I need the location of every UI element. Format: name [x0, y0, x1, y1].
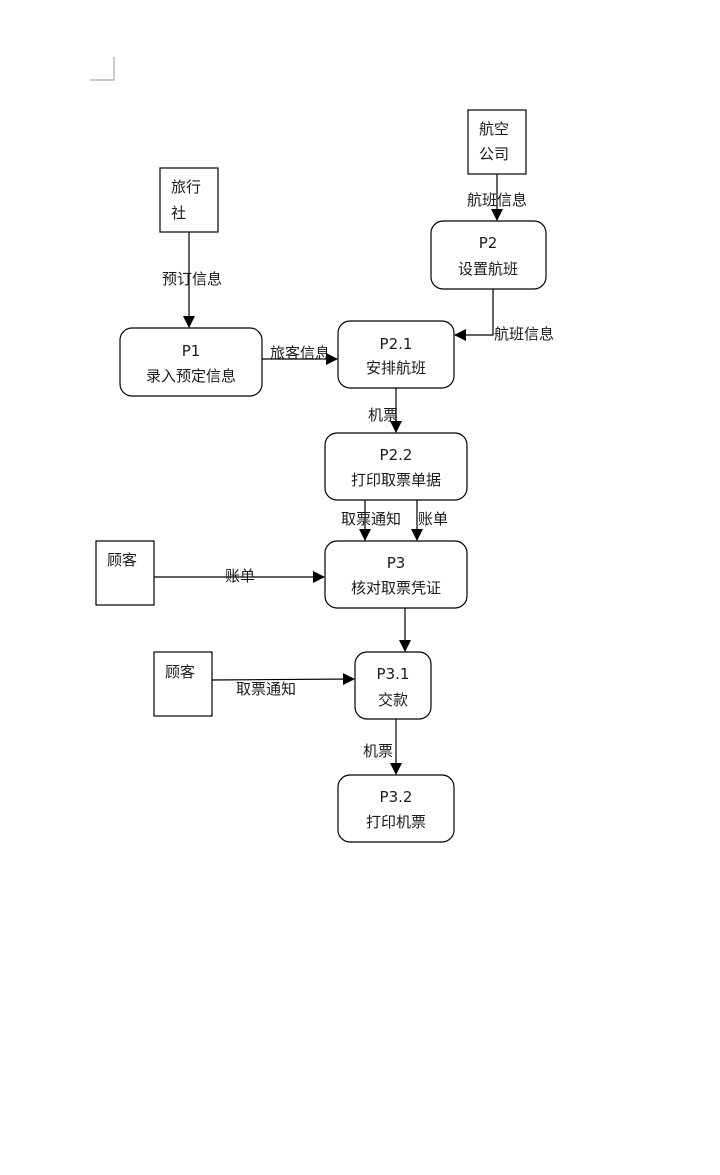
process-p3-2-id: P3.2	[380, 788, 413, 806]
entity-customer-b-label: 顾客	[165, 663, 195, 681]
entity-travel-agency: 旅行 社	[159, 167, 219, 233]
entity-customer-a-label: 顾客	[107, 551, 137, 569]
process-p3-2: P3.2 打印机票	[337, 774, 455, 843]
process-p1-name: 录入预定信息	[146, 367, 236, 385]
process-p2-1-name: 安排航班	[366, 359, 426, 377]
process-p3: P3 核对取票凭证	[324, 540, 468, 609]
entity-travel-agency-label-2: 社	[171, 204, 186, 222]
flow-label-booking-info: 预订信息	[162, 270, 222, 288]
entity-airline-label-2: 公司	[479, 145, 509, 163]
process-p3-name: 核对取票凭证	[351, 579, 441, 597]
entity-customer-a: 顾客	[95, 540, 155, 606]
flow-label-flight-info-right: 航班信息	[494, 325, 554, 343]
process-p2-1: P2.1 安排航班	[337, 320, 455, 389]
flow-label-bill-b: 账单	[225, 567, 255, 585]
process-p3-1-id: P3.1	[377, 665, 410, 683]
process-p3-id: P3	[387, 554, 406, 572]
flow-label-pickup-notice-a: 取票通知	[341, 510, 401, 528]
page-corner-marker	[90, 57, 115, 81]
entity-travel-agency-label-1: 旅行	[171, 178, 201, 196]
process-p2-name: 设置航班	[458, 260, 518, 278]
process-p3-2-name: 打印机票	[366, 813, 426, 831]
flow-label-pickup-notice-b: 取票通知	[236, 680, 296, 698]
flow-p2-to-p2-1	[454, 289, 494, 341]
flow-label-passenger-info: 旅客信息	[270, 344, 330, 362]
entity-airline-label-1: 航空	[479, 120, 509, 138]
flow-label-ticket-a: 机票	[368, 406, 398, 424]
process-p2-2-id: P2.2	[380, 446, 413, 464]
flow-label-flight-info-top: 航班信息	[467, 191, 527, 209]
entity-airline: 航空 公司	[467, 109, 527, 175]
process-p2-2-name: 打印取票单据	[351, 471, 441, 489]
process-p2-2: P2.2 打印取票单据	[324, 432, 468, 501]
process-p1: P1 录入预定信息	[119, 327, 263, 397]
process-p2: P2 设置航班	[430, 220, 547, 290]
process-p3-1-name: 交款	[378, 691, 408, 709]
process-p2-id: P2	[479, 234, 498, 252]
process-p3-1: P3.1 交款	[354, 651, 432, 720]
entity-customer-b: 顾客	[153, 651, 213, 717]
flow-label-ticket-b: 机票	[363, 742, 393, 760]
flow-label-bill-a: 账单	[418, 510, 448, 528]
process-p2-1-id: P2.1	[380, 335, 413, 353]
flow-customer-b-to-p3-1	[211, 673, 355, 686]
process-p1-id: P1	[182, 342, 201, 360]
